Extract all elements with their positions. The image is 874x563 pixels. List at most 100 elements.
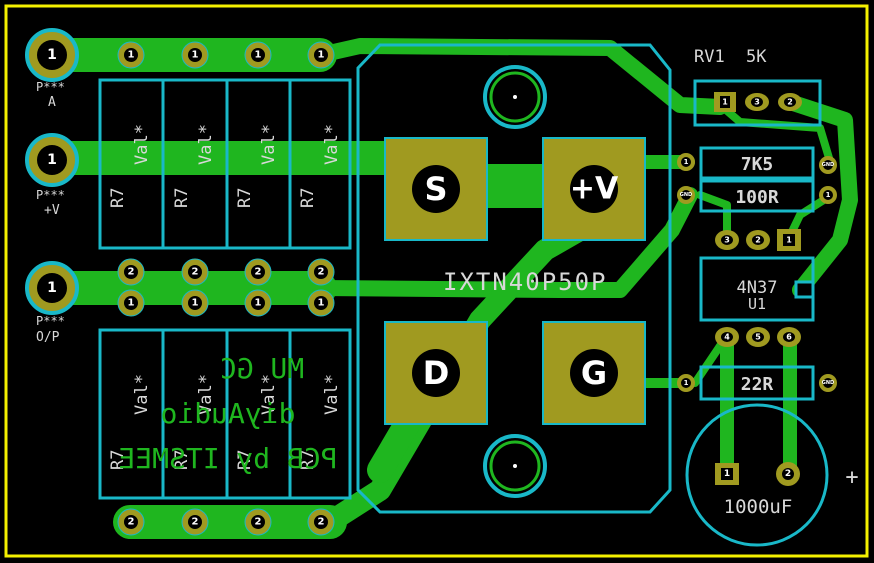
capacitor-pad-plus[interactable]: 1 — [715, 463, 739, 485]
resistor-100r-body — [699, 179, 815, 213]
capacitor-pad-minus[interactable]: 2 — [776, 462, 800, 486]
top-resistor-ref: R7 — [108, 188, 128, 208]
top-resistor-value: Val* — [322, 124, 342, 165]
top-resistor-pad-label: 2 — [192, 267, 199, 278]
top-resistor-ref: R7 — [172, 188, 192, 208]
optocoupler-notch — [794, 280, 815, 299]
connector-a-ref: P*** — [36, 80, 65, 94]
connector-op-ref: P*** — [36, 314, 65, 328]
bottom-resistor-pad-label: 2 — [255, 517, 262, 528]
trimmer-value: 5K — [746, 47, 767, 67]
resistor-22r-pad-left[interactable]: 1 — [677, 374, 695, 392]
optocoupler-pin-label: 2 — [755, 236, 761, 245]
top-resistor-ref: R7 — [298, 188, 318, 208]
connector-op[interactable]: 1 — [25, 261, 79, 315]
resistor-bank-bottom — [98, 328, 352, 500]
top-resistor-2-pin-bottom[interactable]: 2 — [181, 258, 209, 286]
resistor-100r-pad-left[interactable]: GND — [677, 186, 695, 204]
mosfet-pad-gate-label: G — [581, 354, 607, 392]
bottom-resistor-value: Val* — [196, 374, 216, 415]
top-resistor-pad-label: 1 — [192, 50, 199, 61]
trimmer-pin-2[interactable]: 2 — [778, 93, 802, 111]
resistor-7k5-pad-left[interactable]: 1 — [677, 153, 695, 171]
bottom-resistor-1-pin-top[interactable]: 1 — [117, 289, 145, 317]
top-resistor-pad-label: 2 — [255, 267, 262, 278]
resistor-100r-value: 100R — [735, 187, 779, 208]
bottom-resistor-pad-label: 1 — [255, 298, 262, 309]
connector-plus-v-ref: P*** — [36, 188, 65, 202]
mosfet-part-number: IXTN40P50P — [443, 268, 608, 296]
resistor-100r-pad-right-label: 1 — [826, 191, 831, 199]
bottom-resistor-1-pin-bottom[interactable]: 2 — [117, 508, 145, 536]
resistor-22r-body — [699, 365, 815, 401]
optocoupler-pin-top-1[interactable]: 3 — [715, 230, 739, 250]
resistor-22r-pad-right[interactable]: GND — [819, 374, 837, 392]
top-resistor-value: Val* — [259, 124, 279, 165]
bottom-resistor-2-pin-bottom[interactable]: 2 — [181, 508, 209, 536]
resistor-7k5-value: 7K5 — [741, 154, 774, 175]
mosfet-pad-source[interactable]: S — [384, 137, 488, 241]
top-resistor-1-pin-bottom[interactable]: 2 — [117, 258, 145, 286]
optocoupler-pin-bottom-2[interactable]: 5 — [746, 327, 770, 347]
mirrored-text-line-1: MU GC — [220, 352, 304, 385]
optocoupler-pin-label: 6 — [786, 333, 792, 342]
mosfet-pad-gate[interactable]: G — [542, 321, 646, 425]
mirrored-text-line-3: PCB by ITSMEE — [118, 442, 337, 475]
resistor-100r-pad-right[interactable]: 1 — [819, 186, 837, 204]
optocoupler-pin-bottom-3[interactable]: 6 — [777, 327, 801, 347]
optocoupler-part: 4N37 — [737, 278, 778, 298]
top-resistor-4-pin-top[interactable]: 1 — [307, 41, 335, 69]
optocoupler-pin-top-2[interactable]: 2 — [746, 230, 770, 250]
bottom-resistor-ref: R7 — [298, 450, 318, 470]
mirrored-text: MU GC diyAudio PCB by ITSMEE — [118, 352, 337, 475]
trimmer-pin-1[interactable]: 1 — [714, 92, 736, 112]
connector-plus-v[interactable]: 1 — [25, 133, 79, 187]
bottom-resistor-pad-label: 1 — [192, 298, 199, 309]
top-resistor-3-pin-top[interactable]: 1 — [244, 41, 272, 69]
top-resistor-pad-label: 1 — [128, 50, 135, 61]
bottom-resistor-2-pin-top[interactable]: 1 — [181, 289, 209, 317]
optocoupler-pin-label: 1 — [786, 236, 792, 245]
capacitor-polarity: + — [845, 465, 858, 490]
bottom-resistor-3-pin-bottom[interactable]: 2 — [244, 508, 272, 536]
mosfet-outline — [356, 43, 672, 514]
top-resistor-4-pin-bottom[interactable]: 2 — [307, 258, 335, 286]
trimmer-pin-3[interactable]: 3 — [745, 93, 769, 111]
bottom-resistor-pad-label: 2 — [128, 517, 135, 528]
resistor-7k5-body — [699, 146, 815, 180]
trimmer-outline — [693, 79, 822, 127]
mosfet-pad-supply[interactable]: +V — [542, 137, 646, 241]
bottom-resistor-pad-label: 2 — [192, 517, 199, 528]
resistor-7k5-pad-right[interactable]: GND — [819, 156, 837, 174]
resistor-22r-pad-left-label: 1 — [684, 379, 689, 387]
connector-op-pin: 1 — [47, 280, 57, 296]
top-resistor-4: R7 Val* — [298, 124, 342, 208]
bottom-resistor-3-pin-top[interactable]: 1 — [244, 289, 272, 317]
bottom-resistor-pad-label: 1 — [318, 298, 325, 309]
optocoupler-pin-label: 5 — [755, 333, 761, 342]
trimmer-pin-1-label: 1 — [722, 98, 728, 107]
optocoupler-pin-label: 3 — [724, 236, 730, 245]
mosfet-pad-drain[interactable]: D — [384, 321, 488, 425]
connector-a-label: A — [48, 95, 56, 110]
top-resistor-3-pin-bottom[interactable]: 2 — [244, 258, 272, 286]
optocoupler-pin-top-3[interactable]: 1 — [777, 229, 801, 251]
bottom-resistor-4-pin-top[interactable]: 1 — [307, 289, 335, 317]
connector-a[interactable]: 1 — [25, 28, 79, 82]
connector-op-label: O/P — [36, 330, 60, 345]
bottom-resistor-4-pin-bottom[interactable]: 2 — [307, 508, 335, 536]
top-resistor-1-pin-top[interactable]: 1 — [117, 41, 145, 69]
optocoupler-pin-bottom-1[interactable]: 4 — [715, 327, 739, 347]
top-resistor-pad-label: 2 — [318, 267, 325, 278]
bottom-resistor-pad-label: 1 — [128, 298, 135, 309]
top-resistor-pad-label: 1 — [318, 50, 325, 61]
top-resistor-2-pin-top[interactable]: 1 — [181, 41, 209, 69]
resistor-100r-pad-left-label: GND — [680, 192, 692, 198]
capacitor-outline — [685, 403, 829, 547]
resistor-bank-top — [98, 78, 352, 250]
